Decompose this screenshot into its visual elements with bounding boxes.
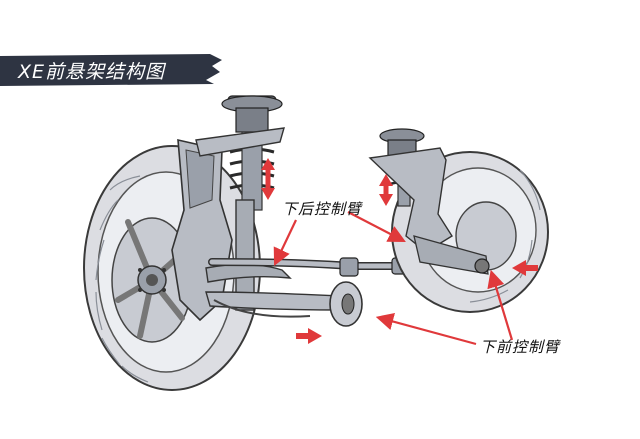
right-strut (368, 128, 490, 275)
left-strut (195, 95, 285, 311)
title-banner (0, 54, 222, 86)
horizontal-arrows (296, 260, 538, 344)
right-vertical-arrow (379, 174, 393, 206)
callout-arrows (273, 211, 514, 346)
left-vertical-arrow (261, 158, 275, 200)
lower-front-arm-label: 下前控制臂 (480, 338, 561, 356)
lower-rear-arm-label: 下后控制臂 (282, 200, 363, 218)
left-lower-arms (205, 263, 363, 327)
page-title: XE前悬架结构图 (18, 61, 166, 83)
